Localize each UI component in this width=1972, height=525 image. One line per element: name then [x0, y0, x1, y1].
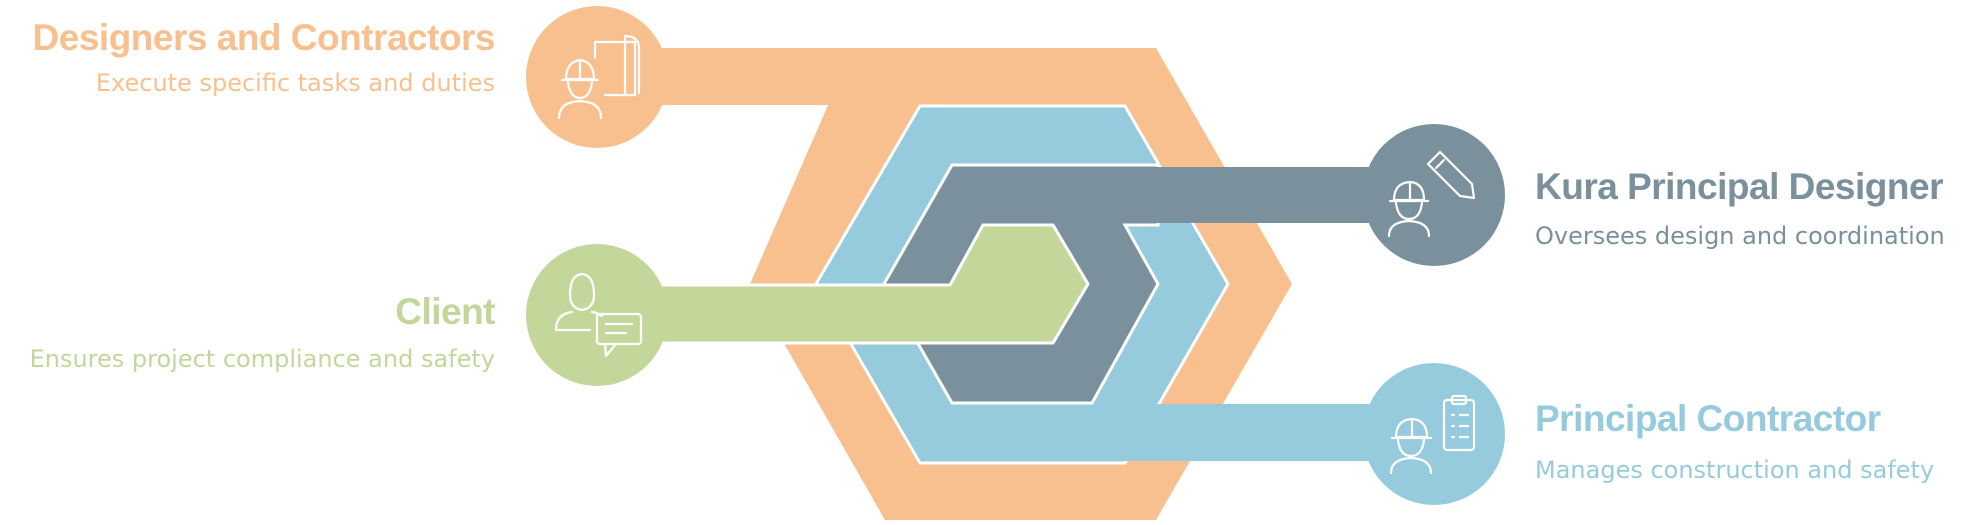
worker-pencil-icon [1387, 150, 1476, 238]
principal-contractor-label-group: Principal Contractor Manages constructio… [1535, 398, 1934, 484]
principal-designer-circle [1363, 124, 1505, 266]
designers-circle [526, 6, 668, 148]
client-title: Client [395, 291, 495, 332]
client-description: Ensures project compliance and safety [29, 345, 495, 373]
principal-designer-label-group: Kura Principal Designer Oversees design … [1535, 166, 1945, 250]
principal-contractor-circle [1363, 363, 1505, 505]
person-chat-icon [554, 272, 643, 358]
worker-blueprint-icon [557, 34, 641, 120]
client-band [593, 223, 1090, 345]
designers-title: Designers and Contractors [32, 17, 496, 58]
client-label-group: Client Ensures project compliance and sa… [29, 291, 496, 373]
principal-designer-title: Kura Principal Designer [1535, 166, 1943, 207]
designers-description: Execute specific tasks and duties [95, 69, 495, 97]
designers-label-group: Designers and Contractors Execute specif… [32, 17, 496, 97]
principal-contractor-title: Principal Contractor [1535, 398, 1881, 439]
worker-clipboard-icon [1389, 394, 1476, 475]
principal-designer-description: Oversees design and coordination [1535, 222, 1945, 250]
principal-contractor-description: Manages construction and safety [1535, 456, 1935, 484]
